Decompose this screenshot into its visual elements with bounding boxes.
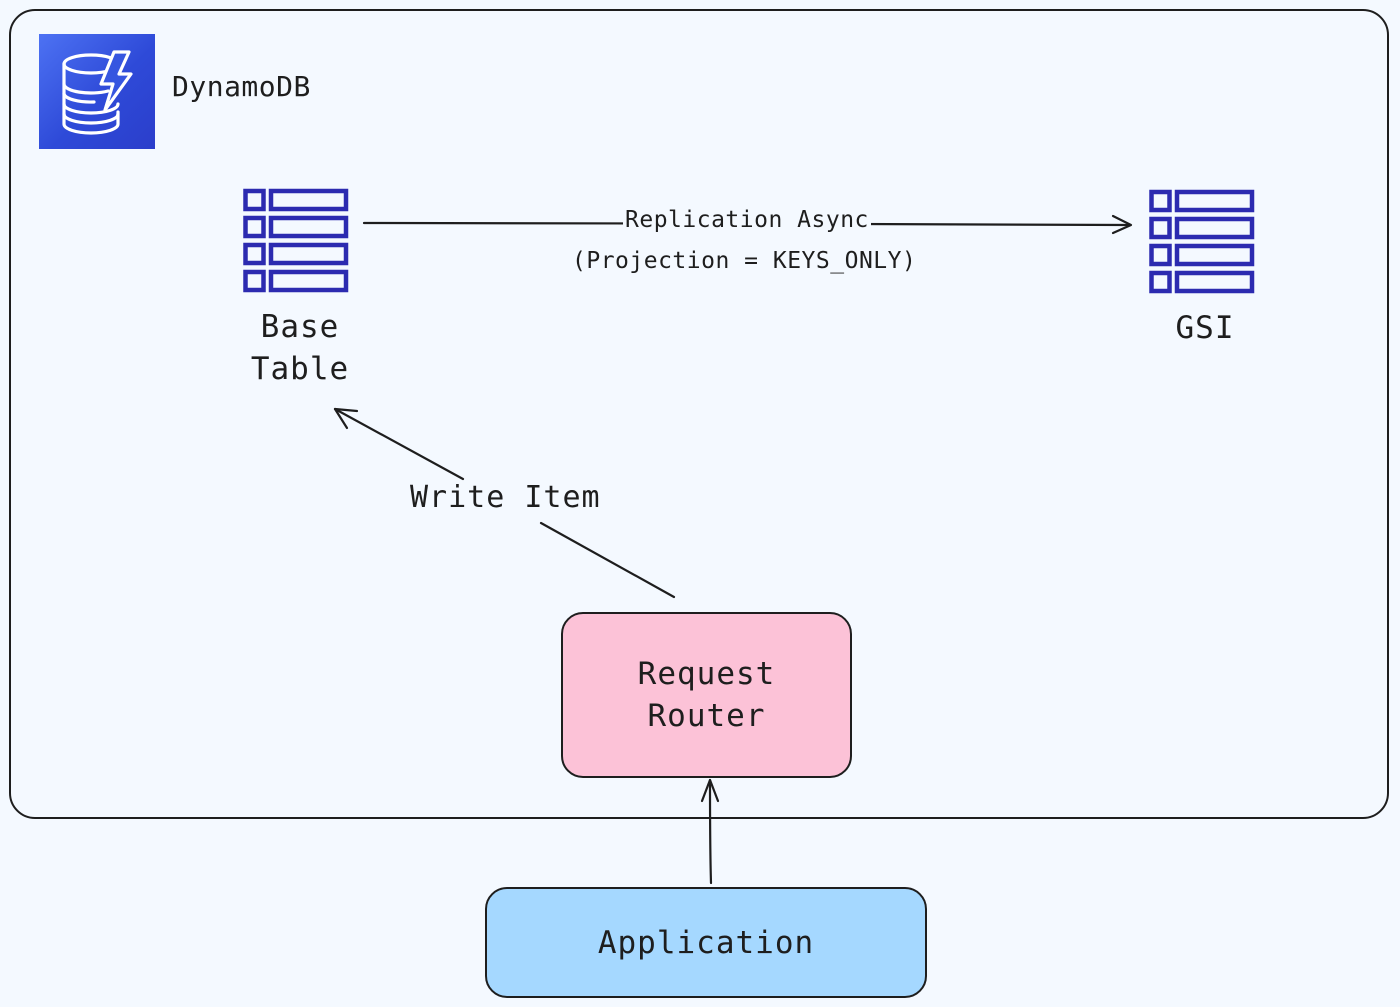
base-table-label-line1: Base — [260, 309, 340, 345]
projection-label: (Projection = KEYS_ONLY) — [572, 248, 917, 274]
replication-arrowhead — [1111, 214, 1133, 235]
dynamodb-container — [9, 9, 1389, 819]
request-router-label-line1: Request — [637, 656, 776, 692]
write-arrow-upper — [333, 407, 465, 481]
gsi-label: GSI — [1175, 310, 1235, 346]
base-table-icon — [243, 188, 349, 293]
base-table-label: Base Table — [236, 306, 364, 390]
dynamodb-logo-icon — [39, 34, 155, 149]
app-to-router-arrowhead — [700, 778, 720, 803]
request-router-box: Request Router — [561, 612, 852, 778]
write-arrowhead — [333, 407, 359, 430]
application-box: Application — [485, 887, 927, 998]
container-label: DynamoDB — [172, 70, 311, 103]
write-arrow-lower — [539, 521, 676, 599]
write-item-label: Write Item — [410, 480, 601, 515]
app-to-router-arrow — [708, 778, 713, 885]
gsi-table-icon — [1149, 189, 1255, 294]
replication-label: Replication Async — [623, 207, 871, 233]
application-label: Application — [597, 924, 815, 961]
request-router-label-line2: Router — [647, 698, 766, 734]
base-table-label-line2: Table — [250, 351, 350, 387]
